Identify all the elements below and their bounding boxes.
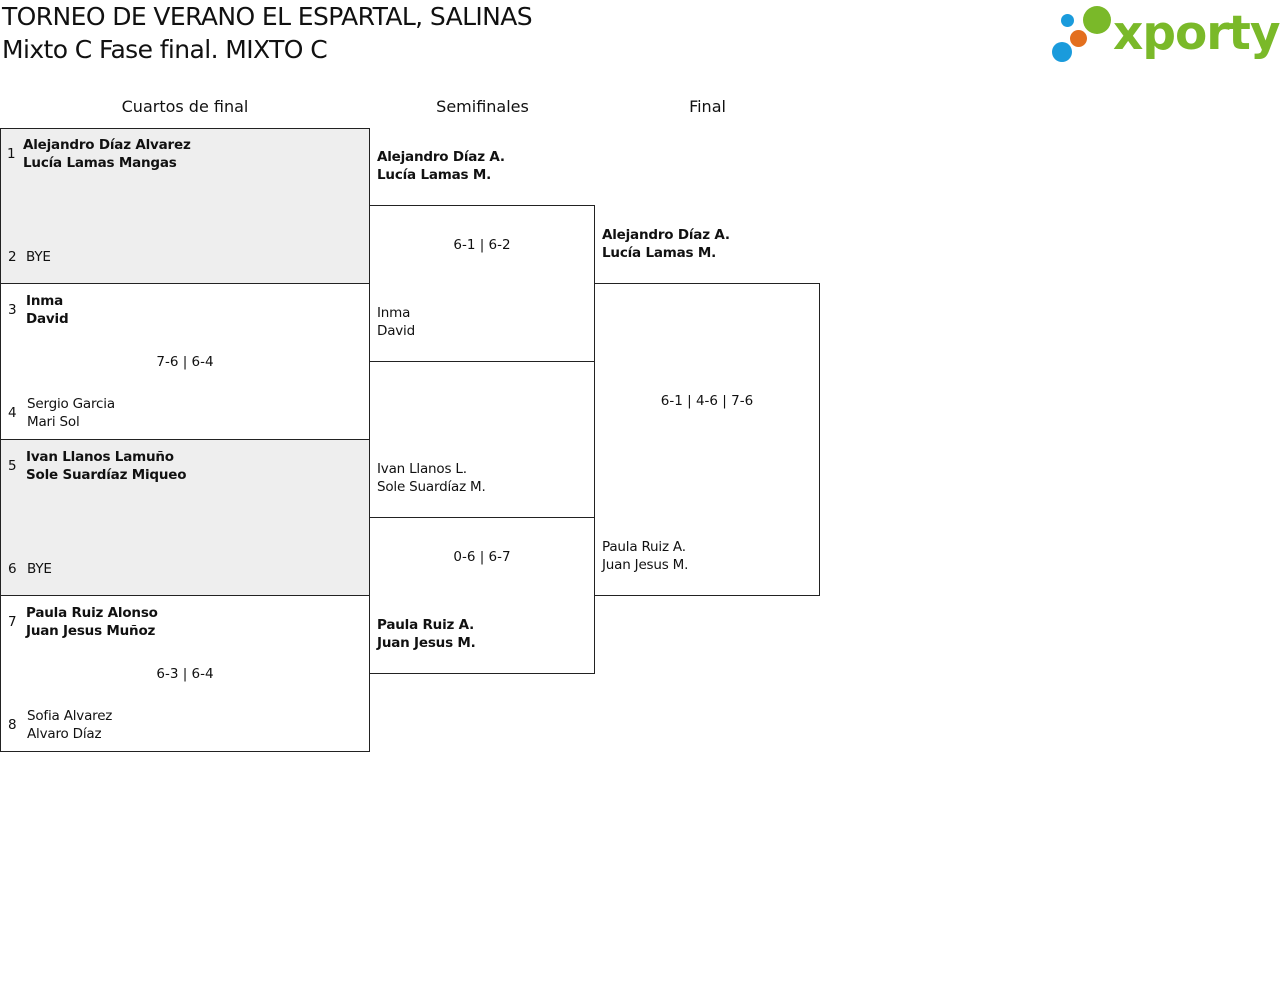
round-header-final: Final	[689, 97, 726, 116]
bye-label: BYE	[27, 561, 52, 577]
team-name[interactable]: Ivan Llanos L. Sole Suardíaz M.	[377, 460, 486, 496]
team-name[interactable]: Sergio Garcia Mari Sol	[27, 395, 115, 431]
seed-number: 4	[8, 405, 17, 421]
match-score: 7-6 | 6-4	[156, 354, 214, 370]
seed-number: 5	[8, 458, 17, 474]
team-name[interactable]: Ivan Llanos Lamuño Sole Suardíaz Miqueo	[26, 448, 187, 484]
quarterfinal-match-3[interactable]	[0, 439, 370, 596]
team-name[interactable]: Paula Ruiz Alonso Juan Jesus Muñoz	[26, 604, 158, 640]
player-name: Mari Sol	[27, 414, 80, 430]
player-name: Paula Ruiz A.	[377, 617, 475, 633]
team-name[interactable]: Paula Ruiz A. Juan Jesus M.	[602, 538, 688, 574]
match-score: 0-6 | 6-7	[453, 549, 511, 565]
seed-number: 1	[7, 146, 16, 162]
player-name: Alvaro Díaz	[27, 726, 102, 742]
seed-number: 8	[8, 717, 17, 733]
player-name: Juan Jesus M.	[602, 557, 689, 573]
team-name[interactable]: Alejandro Díaz A. Lucía Lamas M.	[602, 226, 730, 262]
seed-number: 3	[8, 302, 17, 318]
logo-dot-blue-large	[1052, 42, 1072, 62]
final-match[interactable]	[594, 283, 820, 596]
team-name[interactable]: Paula Ruiz A. Juan Jesus M.	[377, 616, 476, 652]
round-header-semifinals: Semifinales	[436, 97, 529, 116]
player-name: Juan Jesus Muñoz	[26, 623, 156, 639]
player-name: Sofia Alvarez	[27, 708, 113, 724]
team-name[interactable]: Inma David	[26, 292, 69, 328]
team-name: BYE	[26, 248, 51, 266]
player-name: Paula Ruiz Alonso	[26, 605, 158, 621]
team-name[interactable]: Alejandro Díaz Alvarez Lucía Lamas Manga…	[23, 136, 191, 172]
draw-subtitle: Mixto C Fase final. MIXTO C	[2, 35, 328, 64]
match-score: 6-1 | 6-2	[453, 237, 511, 253]
player-name: Lucía Lamas Mangas	[23, 155, 177, 171]
player-name: Inma	[377, 305, 411, 321]
player-name: Inma	[26, 293, 64, 309]
team-name: BYE	[27, 560, 52, 578]
bye-label: BYE	[26, 249, 51, 265]
logo-wordmark: xporty	[1113, 6, 1280, 61]
player-name: Juan Jesus M.	[377, 635, 476, 651]
player-name: David	[26, 311, 69, 327]
seed-number: 2	[8, 249, 17, 265]
player-name: Alejandro Díaz A.	[602, 227, 730, 243]
tournament-title: TORNEO DE VERANO EL ESPARTAL, SALINAS	[2, 2, 533, 31]
quarterfinal-match-1[interactable]	[0, 128, 370, 284]
team-name[interactable]: Inma David	[377, 304, 415, 340]
logo-dot-green	[1083, 6, 1111, 34]
match-score: 6-3 | 6-4	[156, 666, 214, 682]
player-name: Lucía Lamas M.	[377, 167, 492, 183]
player-name: David	[377, 323, 415, 339]
seed-number: 7	[8, 614, 17, 630]
player-name: Sole Suardíaz Miqueo	[26, 467, 187, 483]
match-score: 6-1 | 4-6 | 7-6	[660, 393, 754, 409]
player-name: Alejandro Díaz A.	[377, 149, 505, 165]
player-name: Sole Suardíaz M.	[377, 479, 486, 495]
player-name: Alejandro Díaz Alvarez	[23, 137, 191, 153]
xporty-logo[interactable]: xporty	[1050, 4, 1280, 68]
player-name: Lucía Lamas M.	[602, 245, 717, 261]
player-name: Ivan Llanos Lamuño	[26, 449, 174, 465]
team-name[interactable]: Sofia Alvarez Alvaro Díaz	[27, 707, 112, 743]
player-name: Paula Ruiz A.	[602, 539, 686, 555]
player-name: Sergio Garcia	[27, 396, 115, 412]
logo-dot-blue-small	[1061, 14, 1074, 27]
player-name: Ivan Llanos L.	[377, 461, 467, 477]
round-header-quarterfinals: Cuartos de final	[121, 97, 249, 116]
seed-number: 6	[8, 561, 17, 577]
team-name[interactable]: Alejandro Díaz A. Lucía Lamas M.	[377, 148, 505, 184]
logo-dot-orange	[1070, 30, 1087, 47]
